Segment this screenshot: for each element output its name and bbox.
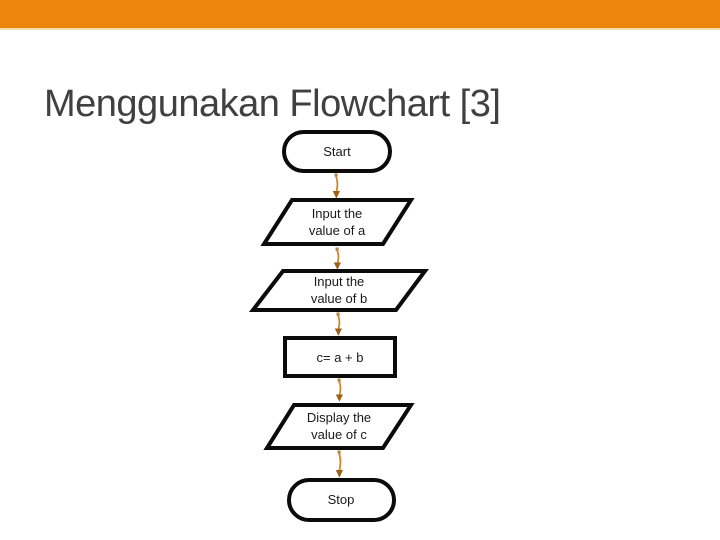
node-start-shape	[282, 130, 392, 173]
node-input-b-shape	[248, 269, 429, 312]
node-start-label: Start	[262, 143, 412, 160]
header-accent-bar	[0, 0, 720, 28]
arrow-head-icon	[333, 262, 341, 270]
connector-input-b-to-process	[334, 312, 342, 336]
node-input-a-label-line1: Input the	[311, 206, 363, 221]
node-process-label-line: c= a + b	[316, 350, 364, 365]
node-input-b-label-line1: Input the	[313, 274, 365, 289]
node-process-shape	[283, 336, 397, 378]
node-input-a-shape	[260, 198, 415, 246]
arrow-head-icon	[334, 328, 342, 336]
node-display-c-label: Display the value of c	[264, 409, 414, 443]
node-stop-shape	[287, 478, 396, 522]
node-display-c-label-line1: Display the	[306, 410, 372, 425]
node-input-a-label-line2: value of a	[308, 223, 366, 238]
connector-start-to-input-a	[332, 173, 340, 199]
node-start-label-line: Start	[323, 144, 351, 159]
node-input-b-label-line2: value of b	[310, 291, 368, 306]
connector-process-to-display-c	[335, 378, 343, 402]
node-input-b-label: Input the value of b	[264, 273, 414, 307]
node-input-a-label: Input the value of a	[262, 205, 412, 239]
arrow-head-icon	[335, 394, 343, 402]
header-accent-underline	[0, 28, 720, 30]
connector-display-c-to-stop	[335, 450, 343, 478]
node-stop-label-line: Stop	[327, 492, 355, 507]
slide-title: Menggunakan Flowchart [3]	[44, 83, 501, 126]
node-display-c-shape	[263, 403, 415, 450]
arrow-head-icon	[335, 470, 343, 478]
node-stop-label: Stop	[266, 491, 416, 508]
node-process-label: c= a + b	[265, 349, 415, 366]
connector-input-a-to-input-b	[333, 247, 341, 270]
node-display-c-label-line2: value of c	[311, 427, 367, 442]
arrow-head-icon	[332, 191, 340, 199]
